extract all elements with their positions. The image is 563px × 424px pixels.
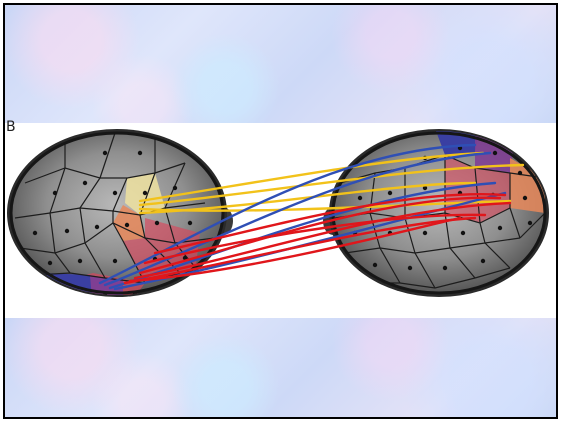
brain-connectivity-figure — [5, 123, 558, 318]
texture-top-band — [5, 5, 556, 123]
slide-frame: B — [3, 3, 558, 419]
texture-bottom-band — [5, 318, 556, 417]
